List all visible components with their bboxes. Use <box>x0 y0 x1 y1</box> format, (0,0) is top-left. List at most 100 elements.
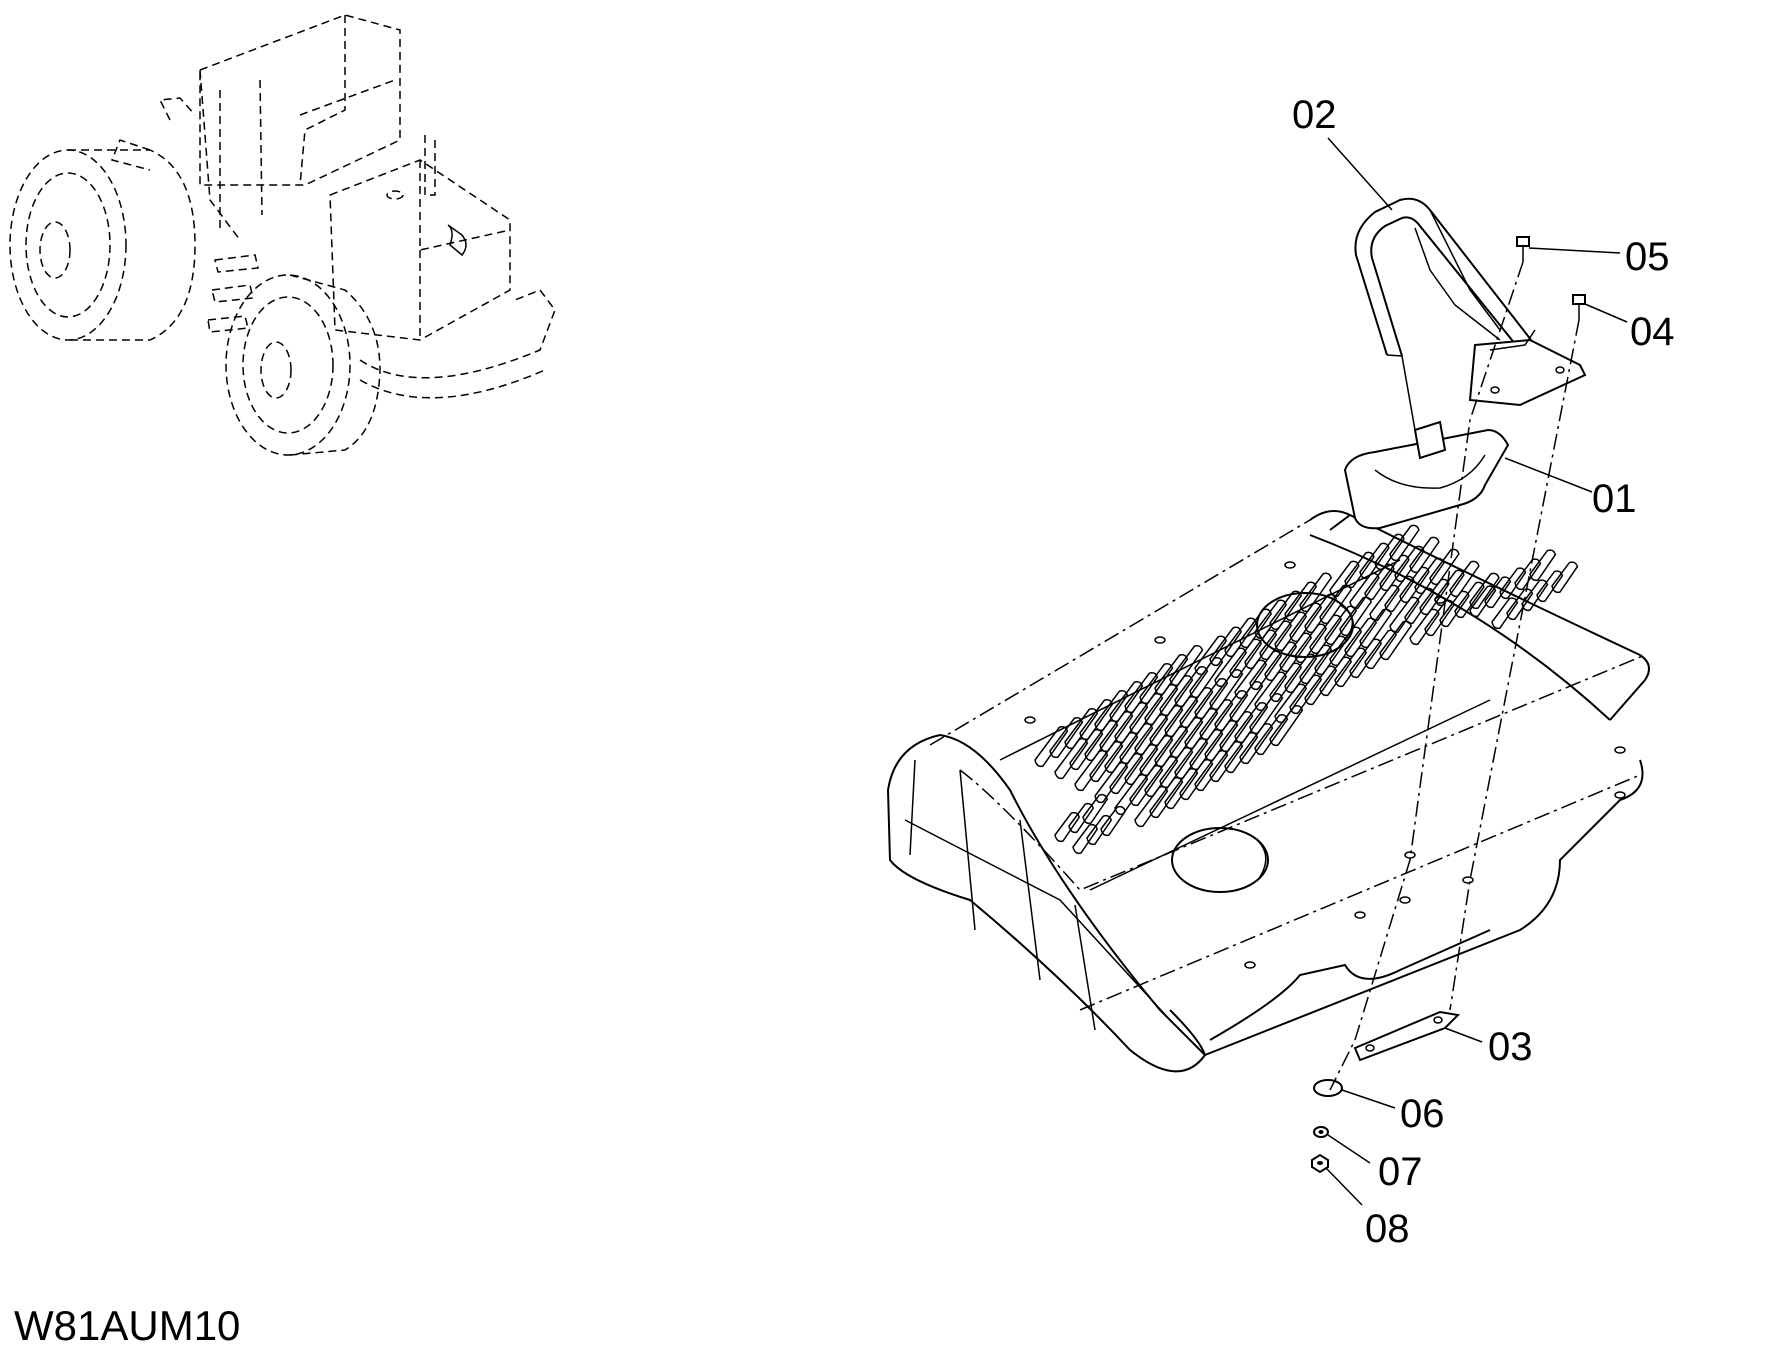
vent-slot <box>1439 590 1470 628</box>
vent-slot <box>1239 722 1274 765</box>
vent-slot <box>1104 731 1139 774</box>
vent-slot <box>1164 695 1199 738</box>
vent-slot <box>1359 608 1393 649</box>
part-label-02: 02 <box>1292 93 1337 137</box>
vent-slot <box>1144 755 1179 798</box>
vent-slot <box>1204 719 1239 762</box>
vent-slot <box>1054 811 1081 843</box>
part-06-flat-washer <box>1313 1079 1343 1097</box>
vent-slot <box>1254 671 1288 712</box>
vent-slot <box>1294 623 1328 664</box>
vent-slot <box>1229 680 1264 723</box>
vent-slot <box>1429 548 1460 586</box>
vent-slot <box>1369 584 1400 622</box>
vent-slot <box>1319 584 1353 625</box>
part-01-mirror-base <box>1343 420 1510 530</box>
vent-slot <box>1129 764 1164 807</box>
leader-08 <box>1325 1167 1363 1206</box>
drawing-code: W81AUM10 <box>14 1302 240 1349</box>
vent-slot <box>1409 536 1440 574</box>
vent-slot <box>1054 737 1089 780</box>
vent-slot <box>1129 692 1164 735</box>
vent-slot <box>1499 567 1527 600</box>
vent-slot <box>1419 578 1450 616</box>
part-label-04: 04 <box>1630 310 1675 354</box>
vent-slot <box>1154 653 1189 696</box>
vent-slot <box>1189 728 1224 771</box>
vent-slot <box>1159 746 1194 789</box>
vent-slot <box>1189 656 1224 699</box>
vent-slot <box>1194 677 1229 720</box>
vent-slot <box>1069 728 1104 771</box>
vent-slot <box>1159 674 1194 717</box>
vent-slot <box>1086 814 1113 846</box>
vent-slot <box>1079 698 1114 741</box>
vent-slot <box>1034 725 1069 768</box>
vent-slot <box>1249 692 1284 735</box>
vent-slot <box>1491 597 1519 630</box>
vent-slot <box>1284 581 1318 622</box>
vent-slot <box>1214 647 1248 688</box>
vent-slot <box>1521 579 1549 612</box>
fastener-axis-lines <box>1329 261 1580 1091</box>
vent-slot <box>1389 524 1420 562</box>
vent-slot <box>1114 701 1149 744</box>
part-label-01: 01 <box>1592 477 1637 521</box>
vent-slot <box>1049 716 1084 759</box>
leader-06 <box>1341 1089 1396 1109</box>
vent-slot <box>1239 608 1273 649</box>
vent-slot <box>1484 576 1512 609</box>
vent-slot <box>1229 638 1263 679</box>
vent-slot <box>1119 722 1154 765</box>
vent-slot <box>1359 542 1390 580</box>
part-label-05: 05 <box>1625 235 1670 279</box>
part-07-spring-washer <box>1313 1126 1329 1138</box>
vent-slot <box>1234 659 1268 700</box>
vent-slot <box>1404 587 1435 625</box>
leader-01 <box>1504 457 1593 493</box>
vent-slot <box>1339 596 1373 637</box>
vent-slot <box>1259 620 1293 661</box>
part-label-06: 06 <box>1400 1092 1445 1136</box>
vent-slot <box>1068 802 1095 834</box>
vent-slot <box>1094 761 1129 804</box>
vent-slot <box>1454 581 1485 619</box>
vent-slot <box>1399 566 1430 604</box>
vent-slot <box>1299 572 1333 613</box>
vent-slot <box>1084 719 1119 762</box>
part-05-bolt <box>1516 236 1530 262</box>
floor-plate-assembly <box>886 510 1650 1073</box>
vent-slot <box>1149 704 1184 747</box>
vent-slot <box>1469 572 1500 610</box>
vent-slot <box>1134 713 1169 756</box>
vent-slot <box>1114 773 1149 816</box>
leader-02 <box>1327 137 1393 211</box>
vent-slot <box>1304 593 1338 634</box>
vent-slot <box>1374 533 1405 571</box>
vent-slot <box>1254 713 1289 756</box>
vent-slot <box>1424 599 1455 637</box>
vent-slot <box>1179 686 1214 729</box>
vent-slot <box>1214 689 1249 732</box>
vent-slot <box>1094 689 1129 732</box>
vent-slot <box>1064 707 1099 750</box>
vent-slot <box>1244 629 1278 670</box>
vent-slot <box>1254 599 1288 640</box>
vent-slot <box>1209 668 1244 711</box>
vent-slot <box>1289 674 1323 715</box>
vent-slot <box>1329 560 1360 598</box>
leader-04 <box>1584 303 1628 323</box>
part-label-03: 03 <box>1488 1025 1533 1069</box>
vent-slot <box>1279 632 1313 673</box>
vent-slot <box>1264 641 1298 682</box>
vent-slot <box>1109 752 1144 795</box>
vent-slot <box>1139 662 1174 705</box>
vent-slot <box>1154 725 1189 768</box>
vent-slot <box>1551 561 1579 594</box>
part-04-bolt <box>1572 294 1586 320</box>
vent-slot <box>1082 793 1109 825</box>
vent-slot <box>1389 596 1420 634</box>
vent-slot <box>1194 635 1228 676</box>
vent-slot <box>1169 716 1204 759</box>
vent-slot <box>1209 740 1244 783</box>
